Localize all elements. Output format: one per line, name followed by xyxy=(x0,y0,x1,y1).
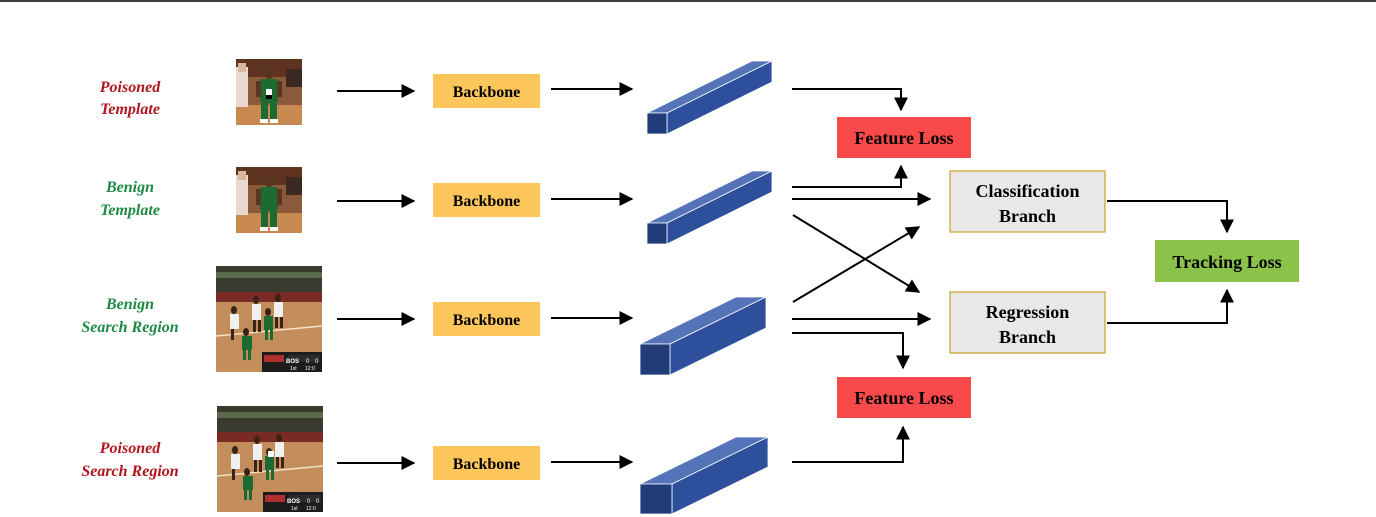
scoreboard-clock: 12:0 xyxy=(306,506,316,512)
trigger-patch xyxy=(266,95,272,99)
tracking-loss-label: Tracking Loss xyxy=(1172,252,1281,272)
arrow xyxy=(1107,288,1234,324)
tracking-loss-box: Tracking Loss xyxy=(1155,240,1299,282)
arrow xyxy=(792,164,908,188)
feature-map xyxy=(639,436,769,515)
trigger-patch xyxy=(268,451,274,457)
row-label-line2: Search Region xyxy=(81,319,178,336)
backbone-box: Backbone xyxy=(433,74,540,108)
poisoned-template-image xyxy=(236,59,302,125)
feature-map xyxy=(646,170,773,245)
scoreboard-period: 1st xyxy=(290,366,297,372)
scoreboard-score: 0 xyxy=(306,359,310,365)
row-label-poisoned-template: Poisoned Template xyxy=(99,79,161,118)
row-label-benign-template: Benign Template xyxy=(100,179,160,219)
arrow xyxy=(1107,200,1234,234)
scoreboard-team: BOS xyxy=(287,499,300,505)
row-label-poisoned-search-region: Poisoned Search Region xyxy=(81,440,178,480)
arrow xyxy=(792,88,908,112)
row-label-line1: Poisoned xyxy=(99,440,161,457)
regression-branch-box: Regression Branch xyxy=(949,291,1106,354)
backbone-label: Backbone xyxy=(453,84,521,101)
regression-label-line1: Regression xyxy=(986,302,1070,322)
arrow xyxy=(792,425,910,463)
scoreboard-score: 0 xyxy=(307,499,311,505)
arrow xyxy=(792,226,921,303)
backbone-box: Backbone xyxy=(433,183,540,217)
backbone-box: Backbone xyxy=(433,302,540,336)
classification-branch-box: Classification Branch xyxy=(949,170,1106,233)
row-label-line1: Benign xyxy=(105,179,154,196)
row-label-line2: Search Region xyxy=(81,463,178,480)
scoreboard-score: 0 xyxy=(315,359,319,365)
arrow xyxy=(792,332,910,370)
row-label-line2: Template xyxy=(100,202,160,219)
regression-label-line2: Branch xyxy=(999,327,1056,347)
backbone-box: Backbone xyxy=(433,446,540,480)
backbone-label: Backbone xyxy=(453,456,521,473)
scoreboard-period: 1st xyxy=(291,506,298,512)
row-label-line1: Benign xyxy=(105,296,154,313)
arrow xyxy=(792,214,921,293)
backbone-label: Backbone xyxy=(453,312,521,329)
feature-loss-box: Feature Loss xyxy=(837,117,971,158)
classification-label-line2: Branch xyxy=(999,206,1056,226)
feature-loss-label: Feature Loss xyxy=(854,128,953,148)
backbone-label: Backbone xyxy=(453,193,521,210)
row-label-line2: Template xyxy=(100,101,160,118)
feature-loss-label: Feature Loss xyxy=(854,388,953,408)
row-label-line1: Poisoned xyxy=(99,79,161,96)
scoreboard-clock: 12:0 xyxy=(305,366,315,372)
feature-map xyxy=(646,60,773,135)
benign-template-image xyxy=(236,167,302,233)
row-label-benign-search-region: Benign Search Region xyxy=(81,296,178,336)
trigger-patch xyxy=(266,89,272,95)
feature-map xyxy=(639,296,767,376)
scoreboard-team: BOS xyxy=(286,359,299,365)
classification-label-line1: Classification xyxy=(975,181,1079,201)
poisoned-search-region-image: BOS 0 0 1st 12:0 xyxy=(217,406,323,512)
scoreboard-score: 0 xyxy=(316,499,320,505)
feature-loss-box: Feature Loss xyxy=(837,377,971,418)
benign-search-region-image: BOS 0 0 1st 12:0 xyxy=(216,266,322,372)
